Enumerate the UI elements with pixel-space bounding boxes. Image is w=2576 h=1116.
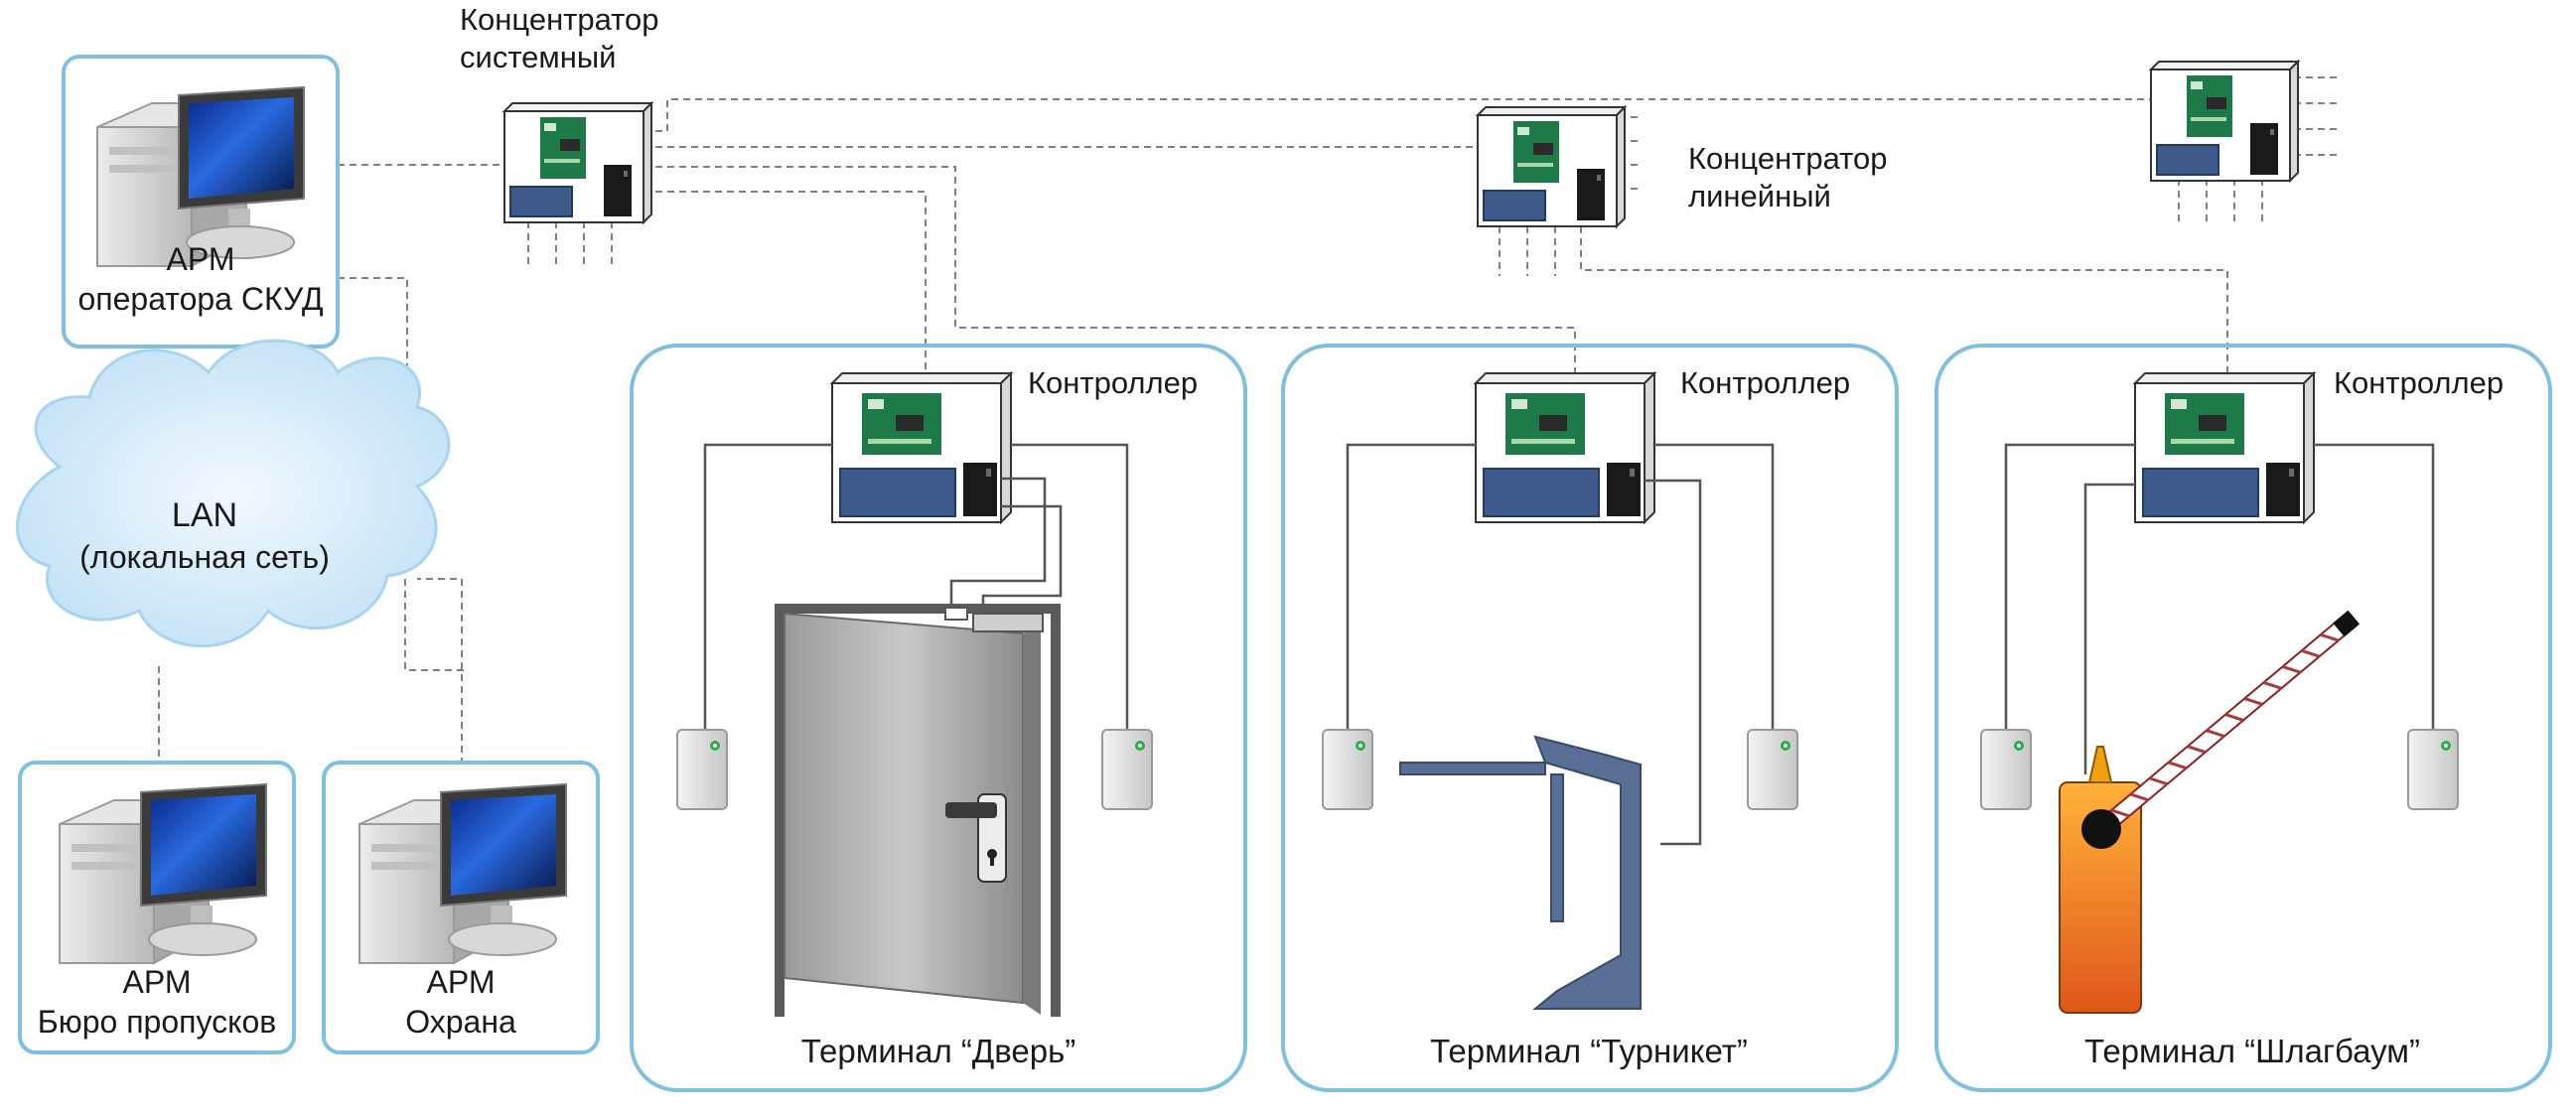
workstation-icon bbox=[358, 783, 567, 964]
workstation-icon bbox=[59, 783, 267, 964]
arm-guard-label-1: АРМ bbox=[427, 964, 496, 1000]
hub-linear-label-1: Концентратор bbox=[1688, 141, 1888, 176]
terminal-title: Терминал “Шлагбаум” bbox=[2084, 1033, 2420, 1069]
card-reader-icon bbox=[2407, 729, 2459, 810]
controller-label: Контроллер bbox=[1680, 365, 1850, 400]
hub-cabinet-icon bbox=[2150, 61, 2299, 182]
terminal-barrier: Контроллер Терминал “Шлагбаум” bbox=[1934, 344, 2552, 1092]
barrier-icon bbox=[2059, 610, 2361, 1014]
arm-bureau-frame bbox=[18, 761, 296, 1054]
hub-system-label-2: системный bbox=[460, 40, 616, 74]
lan-label-1: LAN bbox=[172, 496, 237, 534]
arm-bureau-label-1: АРМ bbox=[123, 964, 192, 1000]
controller-label: Контроллер bbox=[2334, 365, 2504, 400]
card-reader-icon bbox=[1747, 729, 1798, 810]
card-reader-icon bbox=[676, 729, 728, 810]
arm-operator-label-2: оператора СКУД bbox=[77, 281, 323, 317]
controller-cabinet-icon bbox=[2134, 372, 2315, 523]
controller-label: Контроллер bbox=[1028, 365, 1198, 400]
network-links bbox=[158, 76, 2339, 765]
terminal-turnstile: Контроллер Терминал “Турникет” bbox=[1281, 344, 1899, 1092]
card-reader-icon bbox=[1980, 729, 2032, 810]
workstation-icon bbox=[96, 86, 305, 267]
hub-cabinet-icon bbox=[503, 102, 652, 223]
controller-cabinet-icon bbox=[1475, 372, 1655, 523]
hub-linear-label-2: линейный bbox=[1688, 179, 1831, 213]
arm-guard-frame bbox=[322, 761, 600, 1054]
terminal-title: Терминал “Дверь” bbox=[801, 1033, 1076, 1069]
lan-label-2: (локальная сеть) bbox=[79, 539, 330, 575]
turnstile-icon bbox=[1399, 735, 1642, 1010]
terminal-title: Терминал “Турникет” bbox=[1430, 1033, 1748, 1069]
card-reader-icon bbox=[1322, 729, 1373, 810]
arm-guard-label-2: Охрана bbox=[405, 1004, 516, 1040]
hub-system-label-1: Концентратор bbox=[460, 2, 659, 37]
terminal-door: Контроллер Терминал “Дверь” bbox=[630, 344, 1247, 1092]
door-icon bbox=[775, 604, 1061, 1017]
arm-bureau-label-2: Бюро пропусков bbox=[38, 1004, 277, 1040]
lan-cloud-icon bbox=[15, 339, 451, 648]
hub-cabinet-icon bbox=[1477, 106, 1626, 227]
card-reader-icon bbox=[1101, 729, 1153, 810]
controller-cabinet-icon bbox=[831, 372, 1012, 523]
arm-operator-label-1: АРМ bbox=[167, 241, 235, 277]
arm-operator-frame bbox=[62, 55, 340, 349]
